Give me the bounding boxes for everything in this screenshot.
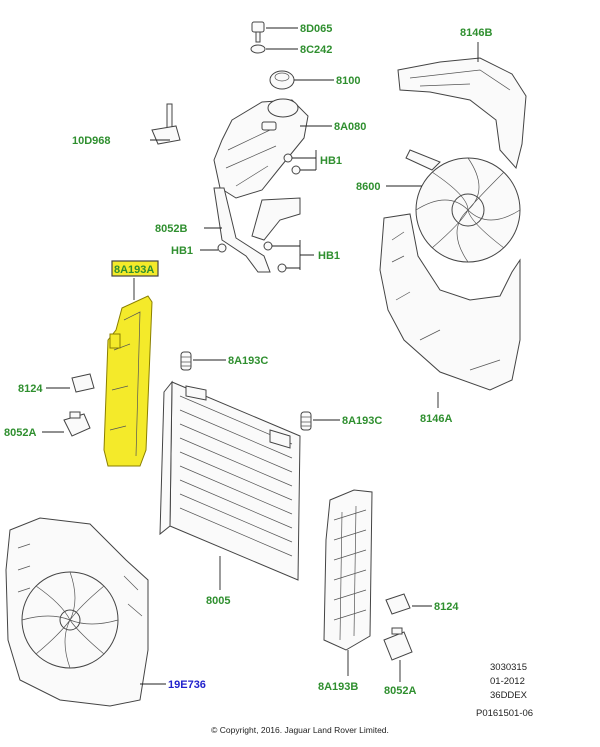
part-HB1-upper-screws [283, 153, 301, 175]
part-8A193C-upper-dowel [180, 351, 192, 371]
part-8600-fan [405, 149, 521, 263]
label-8A193A: 8A193A [114, 264, 154, 276]
ref-line-3: 36DDEX [490, 690, 528, 701]
label-8052B: 8052B [155, 223, 187, 235]
label-8052A-left: 8052A [4, 427, 36, 439]
label-8A193C-lower: 8A193C [342, 415, 382, 427]
label-8146A: 8146A [420, 413, 452, 425]
leader-lines [42, 27, 479, 685]
part-8005-radiator [159, 380, 301, 581]
label-10D968: 10D968 [72, 135, 111, 147]
part-HB1-lower-screws [217, 241, 287, 273]
part-8A080-tank [213, 98, 309, 199]
reference-block: 3030315 01-2012 36DDEX P0161501-06 [476, 662, 533, 719]
label-19E736: 19E736 [168, 679, 206, 691]
part-10D968-sensor [151, 103, 181, 145]
ref-line-1: 3030315 [490, 662, 527, 673]
fan-cowl-group [379, 57, 527, 391]
label-8052A-right: 8052A [384, 685, 416, 697]
label-8146B: 8146B [460, 27, 492, 39]
label-8A193B: 8A193B [318, 681, 358, 693]
label-8A193C-upper: 8A193C [228, 355, 268, 367]
part-8146B-upper-cowl [397, 57, 527, 170]
part-8A193C-lower-dowel [300, 411, 312, 431]
label-8124-right: 8124 [434, 601, 459, 613]
label-8A080: 8A080 [334, 121, 366, 133]
highlighted-part-8A193A [103, 295, 153, 467]
label-8C242: 8C242 [300, 44, 332, 56]
label-8600: 8600 [356, 181, 380, 193]
part-8052B-bracket [213, 187, 301, 273]
part-8A193B-panel [323, 489, 373, 651]
label-8D065: 8D065 [300, 23, 332, 35]
part-8052A-right-bracket [383, 627, 413, 661]
expansion-tank-group [151, 21, 309, 273]
part-labels: 8D065 8C242 8100 8A080 10D968 HB1 8052B … [4, 23, 492, 697]
part-8124-right-clip [385, 593, 411, 615]
ref-line-4: P0161501-06 [476, 708, 533, 719]
ref-line-2: 01-2012 [490, 676, 525, 687]
label-HB1-upper: HB1 [320, 155, 342, 167]
label-HB1-lower-right: HB1 [318, 250, 340, 262]
part-8146A-lower-cowl [379, 213, 521, 391]
label-8A193A-highlight [111, 260, 159, 277]
part-8124-left-clip [71, 373, 95, 393]
label-8100: 8100 [336, 75, 360, 87]
label-HB1-lower-left: HB1 [171, 245, 193, 257]
part-19E736-shroud [5, 517, 149, 707]
part-8C242-washer [250, 44, 266, 54]
part-8100-cap [269, 70, 295, 90]
label-8005: 8005 [206, 595, 230, 607]
part-8052A-left-bracket [63, 411, 91, 437]
label-8124-left: 8124 [18, 383, 43, 395]
part-8D065-bolt [251, 21, 265, 43]
copyright-notice: © Copyright, 2016. Jaguar Land Rover Lim… [211, 725, 389, 735]
